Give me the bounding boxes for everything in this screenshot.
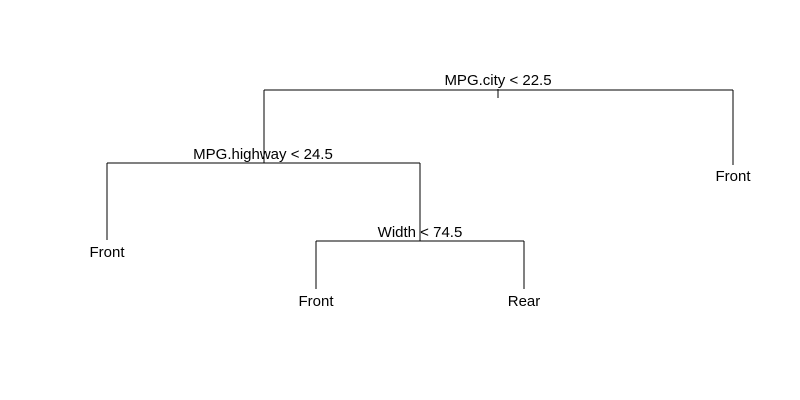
leaf-node-width-right: Rear xyxy=(508,293,541,310)
leaf-label-width-right: Rear xyxy=(508,293,541,310)
leaf-label-highway-left: Front xyxy=(89,244,125,261)
highway-split-label: MPG.highway < 24.5 xyxy=(193,146,333,163)
root-split-label: MPG.city < 22.5 xyxy=(444,72,551,89)
leaf-node-highway-left: Front xyxy=(89,244,125,261)
leaf-label-root-right: Front xyxy=(715,168,751,185)
split-node-root: MPG.city < 22.5 xyxy=(263,72,734,165)
width-split-label: Width < 74.5 xyxy=(378,224,463,241)
leaf-label-width-left: Front xyxy=(298,293,334,310)
leaf-node-right: Front xyxy=(715,168,751,185)
split-node-mpg-highway: MPG.highway < 24.5 xyxy=(106,146,421,241)
leaf-node-width-left: Front xyxy=(298,293,334,310)
split-node-width: Width < 74.5 xyxy=(315,224,525,289)
